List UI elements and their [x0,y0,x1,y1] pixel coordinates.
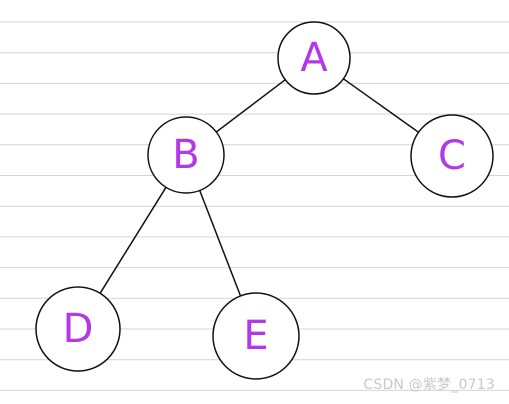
node-circle-B [147,116,225,194]
node-B: B [147,116,225,194]
node-D: D [35,286,121,372]
node-circle-E [212,292,300,380]
watermark-text: CSDN @紫梦_0713 [363,377,495,393]
tree-edges [99,78,420,297]
node-circle-D [35,286,121,372]
node-A: A [277,21,351,95]
edge-A-C [342,78,420,133]
edge-A-B [215,79,286,133]
node-label-D: D [63,306,94,352]
node-C: C [410,114,494,198]
edge-B-D [99,186,167,294]
node-label-A: A [300,35,328,81]
node-label-C: C [438,133,466,179]
tree-nodes: A B C D E [35,21,494,380]
node-circle-A [277,21,351,95]
edge-B-E [199,190,242,297]
node-E: E [212,292,300,380]
node-label-B: B [172,132,199,178]
node-label-E: E [243,313,268,359]
node-circle-C [410,114,494,198]
